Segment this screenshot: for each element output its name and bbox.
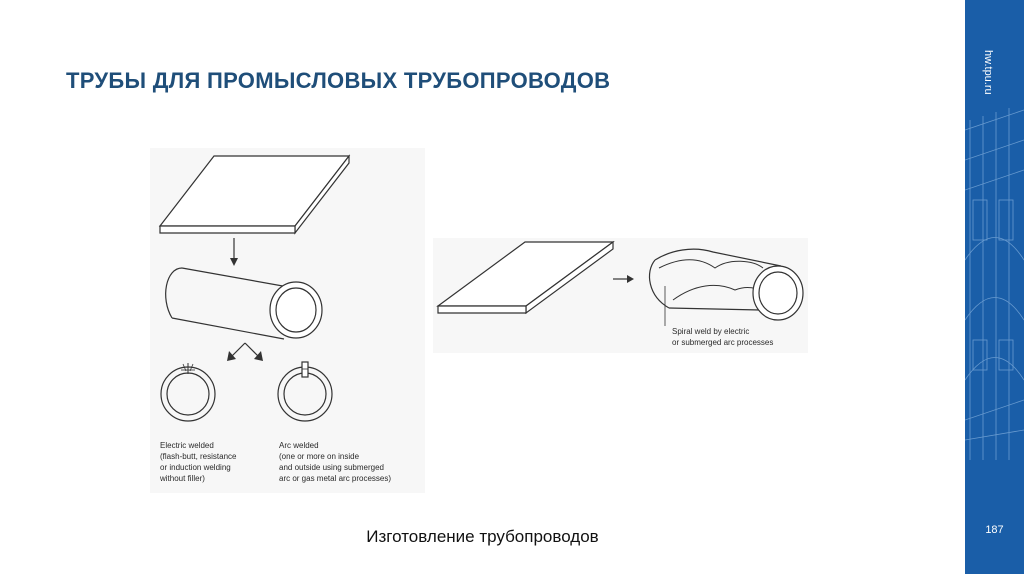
slide-subtitle: Изготовление трубопроводов [366, 527, 599, 546]
steel-plate-shape [158, 154, 351, 235]
spiral-pipe-shape [648, 248, 804, 321]
spiral-weld-caption: Spiral weld by electric or submerged arc… [672, 327, 774, 347]
arc-welded-caption: Arc welded (one or more on inside and ou… [279, 441, 392, 483]
electric-welded-ring-shape [160, 363, 216, 422]
slide-title: ТРУБЫ ДЛЯ ПРОМЫСЛОВЫХ ТРУБОПРОВОДОВ [66, 68, 611, 93]
steel-plate-shape [436, 240, 615, 315]
spiral-weld-diagram [433, 238, 808, 353]
down-arrow-icon [230, 238, 238, 266]
right-arrow-icon [613, 275, 634, 283]
longitudinal-weld-diagram [150, 148, 425, 493]
branch-arrows-icon [227, 342, 263, 361]
building-decoration-icon [965, 108, 1024, 460]
electric-welded-caption: Electric welded (flash-butt, resistance … [160, 441, 237, 483]
side-panel [965, 0, 1024, 574]
formed-pipe-shape [165, 267, 323, 340]
arc-welded-ring-shape [277, 361, 333, 422]
site-url-label: hw.tpu.ru [982, 50, 994, 95]
page-number: 187 [985, 524, 1004, 536]
